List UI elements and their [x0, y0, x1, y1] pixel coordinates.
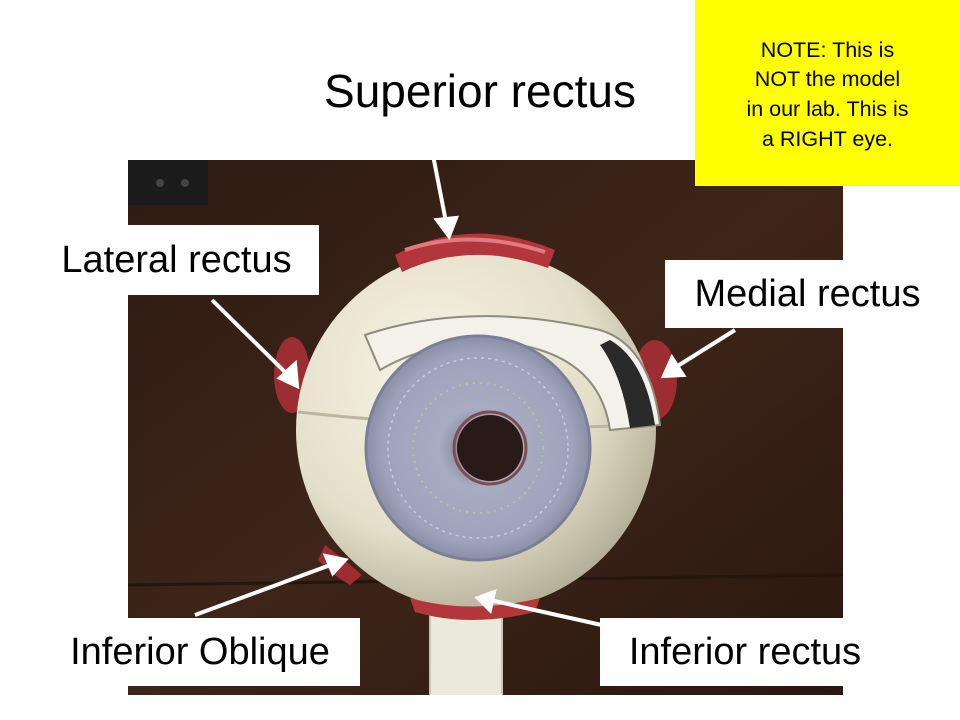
label-medial-rectus: Medial rectus — [665, 260, 950, 328]
eye-model-photo — [128, 160, 843, 695]
annotation-arrows — [194, 160, 737, 630]
note-line: a RIGHT eye. — [761, 126, 894, 151]
stand-pole — [430, 610, 502, 695]
label-inferior-rectus: Inferior rectus — [600, 618, 890, 686]
arrow-lateral-rectus — [210, 298, 290, 377]
pupil — [457, 415, 523, 481]
note-box: NOTE: This is NOT the model in our lab. … — [695, 0, 960, 186]
note-line: NOT the model — [754, 67, 901, 92]
slide-title: Superior rectus — [324, 65, 636, 117]
label-inferior-oblique: Inferior Oblique — [40, 618, 360, 686]
note-line: in our lab. This is — [746, 97, 909, 121]
arrow-superior-rectus — [431, 160, 448, 223]
arrow-medial-rectus — [674, 328, 737, 369]
arrow-inferior-rectus — [489, 598, 616, 630]
inferior-rectus-muscle — [410, 598, 540, 620]
arrow-inferior-oblique — [194, 562, 334, 617]
note-line: NOTE: This is — [760, 37, 895, 62]
label-lateral-rectus: Lateral rectus — [34, 225, 319, 295]
